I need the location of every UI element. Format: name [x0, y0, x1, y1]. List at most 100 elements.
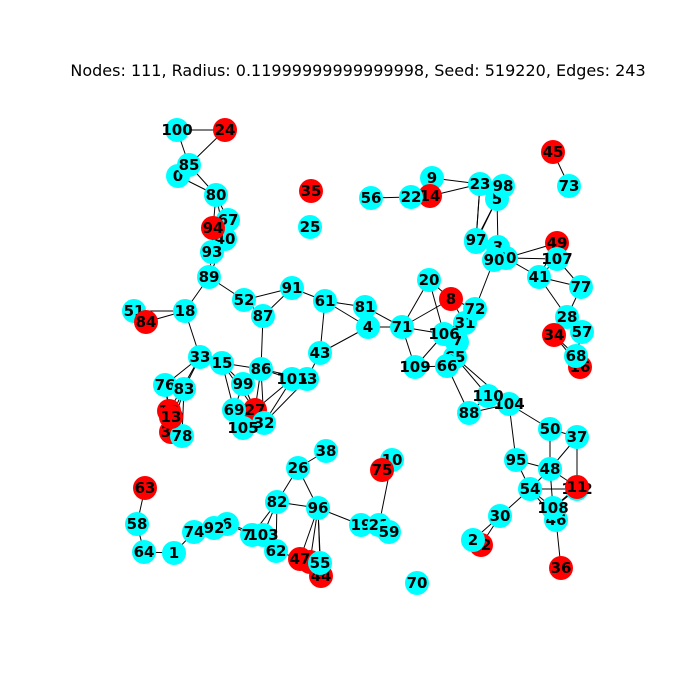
node-23: 23: [468, 172, 492, 196]
node-label: 49: [547, 234, 568, 252]
node-label: 34: [544, 326, 565, 344]
node-label: 69: [224, 401, 245, 419]
node-71: 71: [390, 315, 414, 339]
node-13: 13: [159, 405, 183, 429]
node-circle: [313, 289, 337, 313]
node-circle: [231, 416, 255, 440]
node-circle: [280, 367, 304, 391]
node-77: 77: [569, 275, 593, 299]
node-label: 30: [490, 507, 511, 525]
node-circle: [232, 288, 256, 312]
node-label: 5: [492, 190, 502, 208]
node-label: 58: [127, 515, 148, 533]
node-label: 82: [267, 493, 288, 511]
node-55: 55: [308, 551, 332, 575]
graph-title: Nodes: 111, Radius: 0.11999999999999998,…: [70, 61, 645, 80]
node-81: 81: [353, 295, 377, 319]
node-61: 61: [313, 289, 337, 313]
node-84: 84: [134, 310, 158, 334]
node-circle: [286, 456, 310, 480]
node-label: 38: [316, 442, 337, 460]
node-circle: [417, 268, 441, 292]
node-label: 28: [557, 308, 578, 326]
node-circle: [464, 228, 488, 252]
node-circle: [541, 496, 565, 520]
node-circle: [557, 174, 581, 198]
node-label: 50: [540, 420, 561, 438]
node-label: 75: [372, 461, 393, 479]
node-9: 9: [420, 166, 444, 190]
node-circle: [538, 457, 562, 481]
node-label: 37: [567, 428, 588, 446]
node-label: 98: [493, 177, 514, 195]
node-circle: [418, 184, 442, 208]
node-100: 100: [161, 118, 193, 142]
node-circle: [482, 248, 506, 272]
node-87: 87: [251, 304, 275, 328]
node-37: 37: [565, 425, 589, 449]
node-18: 18: [173, 299, 197, 323]
node-107: 107: [541, 247, 573, 271]
node-11: 11: [565, 475, 589, 499]
node-circle: [488, 504, 512, 528]
node-circle: [182, 520, 206, 544]
node-26: 26: [286, 456, 310, 480]
node-label: 20: [419, 271, 440, 289]
node-circle: [264, 539, 288, 563]
node-circle: [170, 424, 194, 448]
node-86: 86: [249, 357, 273, 381]
node-28: 28: [555, 305, 579, 329]
node-label: 62: [266, 542, 287, 560]
node-label: 61: [315, 292, 336, 310]
node-91: 91: [280, 276, 304, 300]
node-circle: [125, 512, 149, 536]
node-circle: [541, 140, 565, 164]
node-109: 109: [399, 355, 431, 379]
node-label: 19: [351, 516, 372, 534]
node-circle: [403, 355, 427, 379]
node-43: 43: [308, 341, 332, 365]
node-label: 105: [227, 419, 258, 437]
node-label: 3: [493, 238, 503, 256]
node-label: 103: [247, 526, 278, 544]
node-label: 33: [190, 348, 211, 366]
node-62: 62: [264, 539, 288, 563]
node-label: 14: [420, 187, 441, 205]
node-105: 105: [227, 416, 259, 440]
node-52: 52: [232, 288, 256, 312]
node-circle: [197, 265, 221, 289]
node-38: 38: [314, 439, 338, 463]
node-label: 96: [308, 499, 329, 517]
node-68: 68: [564, 344, 588, 368]
node-label: 86: [251, 360, 272, 378]
node-97: 97: [464, 228, 488, 252]
node-label: 70: [407, 574, 428, 592]
node-label: 35: [301, 182, 322, 200]
node-88: 88: [457, 401, 481, 425]
node-19: 19: [349, 513, 373, 537]
node-label: 106: [428, 325, 459, 343]
node-circle: [159, 405, 183, 429]
node-48: 48: [538, 457, 562, 481]
node-circle: [132, 540, 156, 564]
node-label: 22: [401, 188, 422, 206]
node-label: 13: [161, 408, 182, 426]
node-label: 90: [484, 251, 505, 269]
node-label: 87: [253, 307, 274, 325]
node-label: 99: [233, 375, 254, 393]
node-circle: [569, 275, 593, 299]
node-32: 32: [252, 411, 276, 435]
node-label: 24: [215, 121, 236, 139]
node-82: 82: [265, 490, 289, 514]
node-label: 64: [134, 543, 155, 561]
node-label: 101: [276, 370, 307, 388]
node-22: 22: [399, 185, 423, 209]
node-circle: [565, 425, 589, 449]
node-circle: [545, 247, 569, 271]
node-circle: [565, 475, 589, 499]
node-label: 110: [472, 387, 503, 405]
node-label: 97: [466, 231, 487, 249]
node-circle: [314, 439, 338, 463]
node-label: 23: [470, 175, 491, 193]
node-2: 2: [461, 528, 485, 552]
